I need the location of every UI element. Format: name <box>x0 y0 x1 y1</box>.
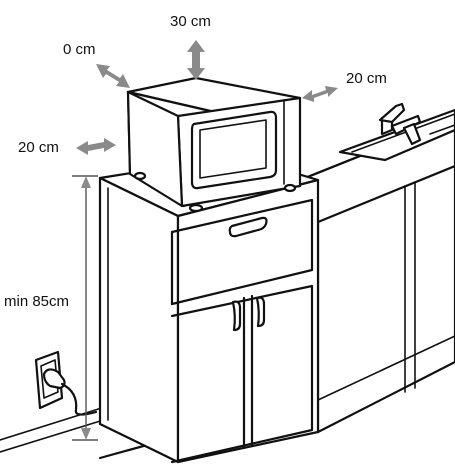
height-dimension <box>72 175 98 441</box>
kitchen-counter <box>298 116 455 434</box>
back-clearance-arrow <box>96 64 130 88</box>
height-label: min 85cm <box>4 293 69 310</box>
right-clearance-label: 20 cm <box>346 70 387 87</box>
faucet-icon <box>378 102 422 146</box>
microwave <box>126 76 302 213</box>
left-clearance-label: 20 cm <box>18 139 59 156</box>
left-clearance-arrow <box>76 138 116 155</box>
right-clearance-arrow <box>302 86 338 102</box>
top-clearance-arrow <box>187 40 205 80</box>
clearance-arrows <box>76 40 338 155</box>
back-clearance-label: 0 cm <box>63 41 96 58</box>
top-clearance-label: 30 cm <box>170 13 211 30</box>
plug-icon <box>42 368 98 416</box>
